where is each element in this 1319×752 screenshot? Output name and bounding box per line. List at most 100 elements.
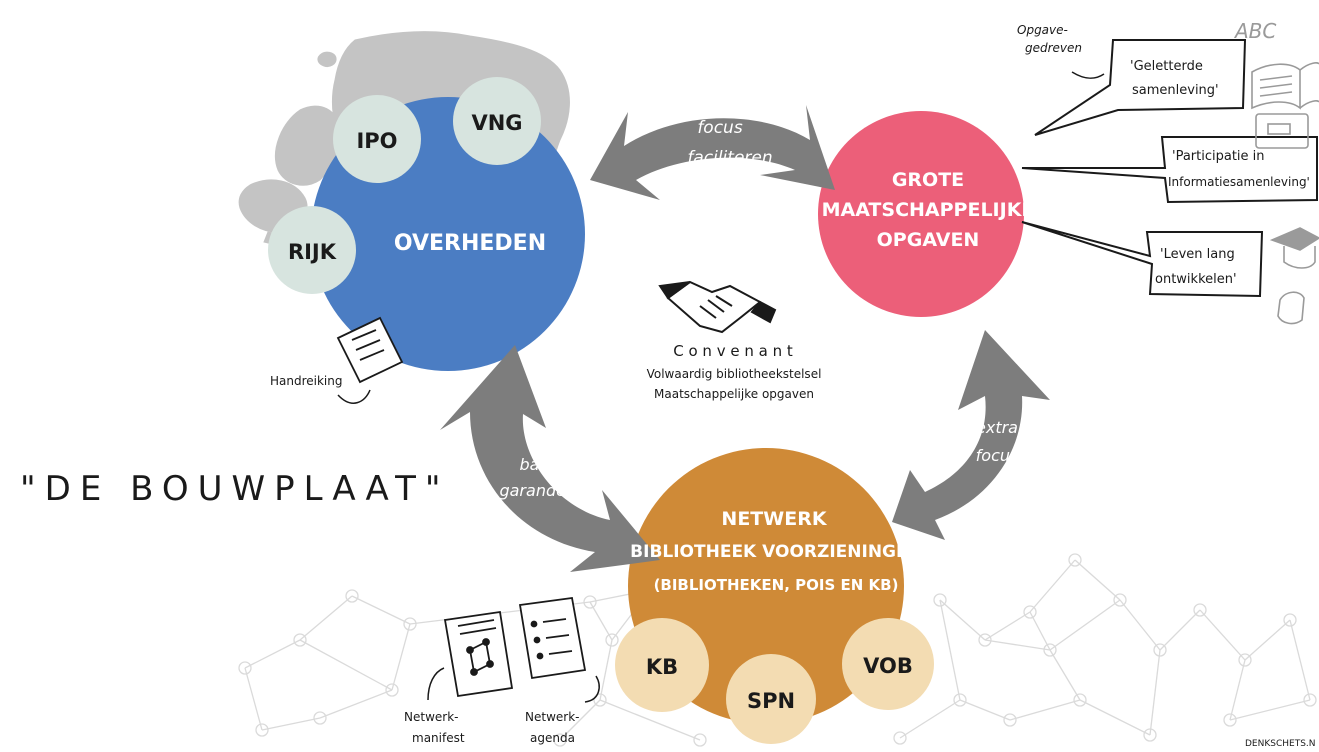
network-node: [605, 633, 619, 647]
arrow-top-label-2: faciliteren: [687, 148, 772, 168]
network-line: [1229, 699, 1311, 721]
network-line: [984, 639, 1051, 651]
network-node: [593, 693, 607, 707]
network-node: [1003, 713, 1017, 727]
scale-icon: [1277, 291, 1305, 325]
network-line: [939, 599, 986, 641]
network-line: [959, 699, 1011, 721]
network-node: [583, 595, 597, 609]
opgave-gedreven-label-1: Opgave-: [1017, 23, 1068, 37]
network-line: [351, 595, 411, 625]
convenant-line-1: Volwaardig bibliotheekstelsel: [647, 367, 822, 381]
vob-label: VOB: [863, 654, 913, 678]
theme-1-line-1: 'Geletterde: [1130, 59, 1203, 74]
arrow-focus-faciliteren: [590, 105, 835, 200]
document-1-pointer: [427, 667, 445, 701]
book-icon: [1251, 62, 1319, 110]
network-line: [319, 689, 393, 719]
kb-label: KB: [646, 655, 678, 679]
network-node: [693, 733, 707, 747]
arrow-extra-focus: [892, 330, 1050, 540]
theme-2-line-1: 'Participatie in: [1172, 149, 1265, 164]
arrow-right-label-1: extra: [976, 418, 1018, 437]
handreiking-document-icon: [336, 316, 404, 384]
network-node: [1238, 653, 1252, 667]
network-line: [1029, 559, 1076, 613]
callout-geletterde: [1034, 39, 1247, 136]
kb-circle: [615, 618, 709, 712]
document-2-line-2: agenda: [530, 731, 575, 745]
overheden-label: OVERHEDEN: [394, 231, 546, 256]
vob-circle: [842, 618, 934, 710]
network-node: [1073, 693, 1087, 707]
network-line: [1029, 611, 1051, 651]
network-node: [238, 661, 252, 675]
opgaven-label-line-2: MAATSCHAPPELIJKE: [822, 199, 1035, 221]
network-line: [899, 699, 961, 739]
network-line: [1074, 559, 1121, 601]
network-line: [1079, 699, 1151, 736]
network-line: [244, 667, 263, 731]
network-line: [1149, 649, 1161, 736]
list-document-icon: [518, 596, 587, 680]
network-node: [1143, 728, 1157, 742]
theme-3-line-1: 'Leven lang: [1160, 247, 1235, 262]
network-line: [1049, 649, 1081, 701]
network-line: [559, 699, 601, 741]
credit-label: DENKSCHETS.N: [1245, 739, 1316, 749]
vng-label: VNG: [471, 111, 522, 135]
network-node: [1023, 605, 1037, 619]
callout-leven-lang: [1021, 221, 1264, 298]
network-node: [1113, 593, 1127, 607]
network-node: [893, 731, 907, 745]
ipo-label: IPO: [356, 129, 397, 153]
arrow-left-label-2: garanderen: [499, 481, 592, 500]
network-node: [255, 723, 269, 737]
network-line: [589, 601, 613, 641]
network-node: [1043, 643, 1057, 657]
network-node: [1223, 713, 1237, 727]
network-line: [299, 639, 393, 691]
network-node: [978, 633, 992, 647]
network-node: [345, 589, 359, 603]
handreiking-pointer: [337, 389, 371, 404]
document-2-line-1: Netwerk-: [525, 710, 579, 724]
netwerk-label-line-1: NETWERK: [721, 508, 827, 530]
network-node: [293, 633, 307, 647]
network-node: [553, 733, 567, 747]
theme-1-line-2: samenleving': [1132, 83, 1219, 98]
opgaven-circle: [818, 111, 1024, 317]
network-line: [391, 623, 411, 691]
network-node: [1153, 643, 1167, 657]
opgaven-label-line-1: GROTE: [892, 169, 964, 191]
arrow-right-label-2: focus: [976, 446, 1019, 465]
opgaven-label-line-3: OPGAVEN: [877, 229, 980, 251]
callout-participatie: [1021, 136, 1318, 204]
document-2-pointer: [584, 675, 600, 703]
network-background: [238, 553, 1317, 747]
arrow-top-label-1: focus: [697, 118, 743, 138]
network-line: [599, 639, 613, 701]
arrow-basis-garanderen: [440, 345, 660, 572]
network-node: [1193, 603, 1207, 617]
spn-label: SPN: [747, 689, 795, 713]
convenant-title: C o n v e n a n t: [673, 342, 793, 360]
network-node: [953, 693, 967, 707]
document-1-line-1: Netwerk-: [404, 710, 458, 724]
network-node: [385, 683, 399, 697]
network-line: [299, 595, 353, 641]
abc-label: ABC: [1233, 19, 1276, 43]
network-node: [313, 711, 327, 725]
network-line: [1289, 619, 1311, 701]
rijk-circle: [268, 206, 356, 294]
tablet-icon: [1255, 113, 1309, 149]
document-1-line-2: manifest: [412, 731, 465, 745]
network-node: [1283, 613, 1297, 627]
rijk-label: RIJK: [288, 240, 337, 264]
theme-3-line-2: ontwikkelen': [1155, 272, 1237, 287]
handshake-icon: [658, 280, 777, 334]
network-document-icon: [443, 610, 514, 698]
vng-circle: [453, 77, 541, 165]
network-line: [1119, 599, 1161, 651]
network-line: [261, 717, 321, 731]
